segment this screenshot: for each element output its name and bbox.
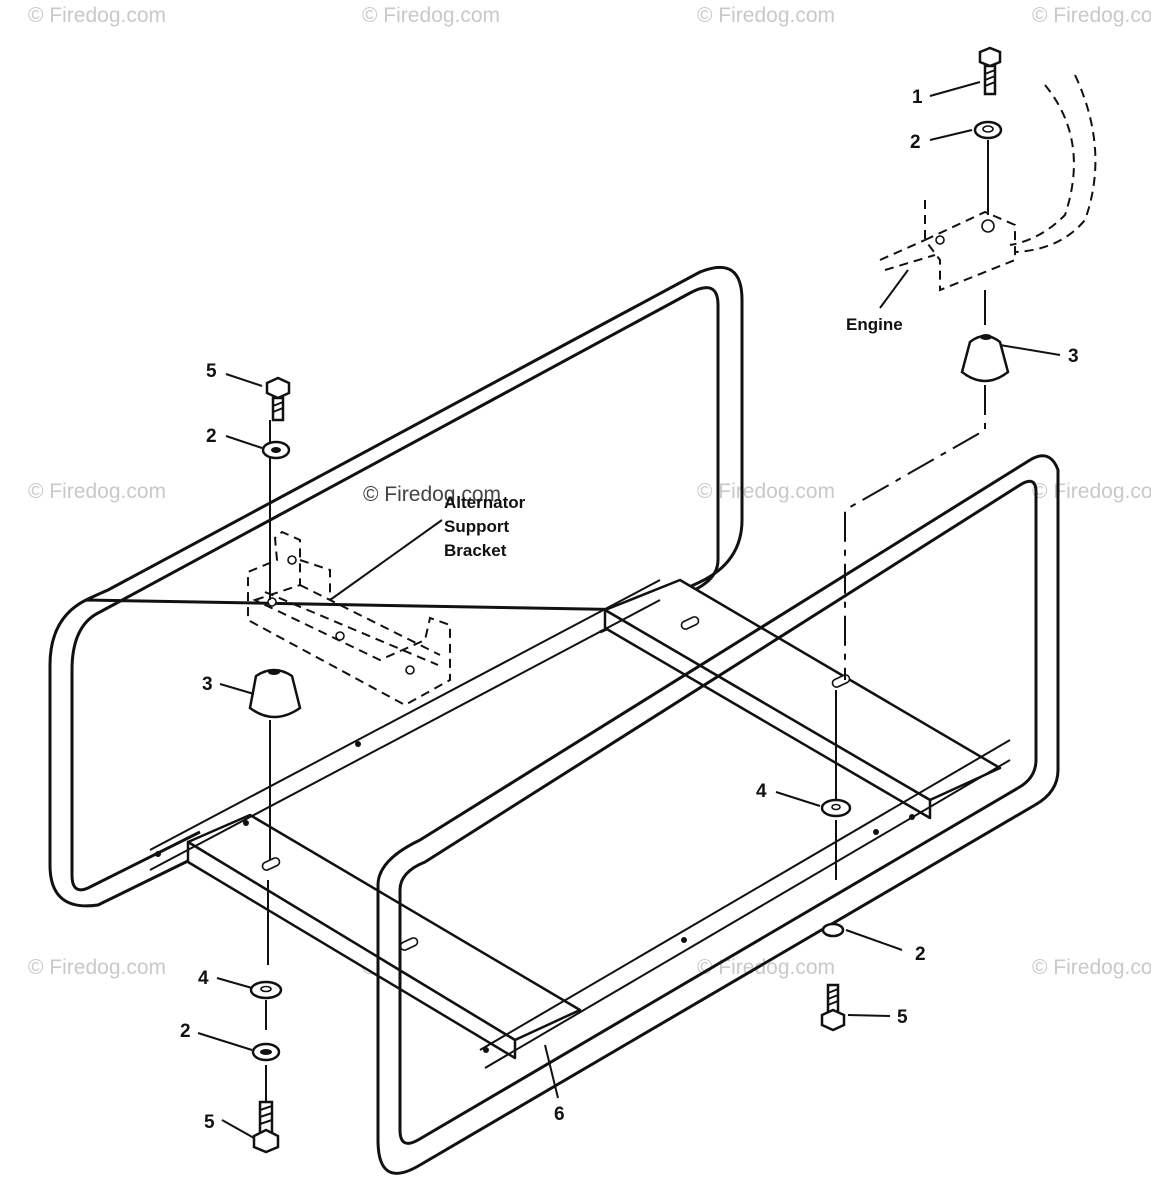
back-frame-tube (48, 266, 744, 908)
watermark: © Firedog.com (1032, 480, 1151, 503)
watermark: © Firedog.com (697, 480, 835, 503)
slot-hole (261, 857, 281, 871)
bolt-5 (252, 1100, 280, 1154)
callout-2: 2 (206, 426, 217, 447)
callout-numbers: 1 2 3 5 2 3 4 2 5 4 2 5 6 (180, 87, 1079, 1133)
washer-hole (260, 985, 272, 993)
callout-5: 5 (204, 1112, 215, 1133)
rivet (483, 1047, 489, 1053)
bracket-label-line3: Bracket (444, 541, 507, 560)
rivet (355, 741, 361, 747)
rear-cross-plate-edge (603, 608, 932, 820)
watermark: © Firedog.com (1032, 4, 1151, 27)
watermark: © Firedog.com (28, 956, 166, 979)
watermark: © Firedog.com (1032, 956, 1151, 979)
leader-lines (197, 81, 1061, 1139)
rivet (873, 829, 879, 835)
rear-cross-plate (603, 578, 1002, 802)
bracket-label-line1: Alternator (444, 493, 526, 512)
watermark-center: © Firedog.com (363, 483, 501, 506)
engine-label: Engine (846, 315, 903, 334)
callout-5: 5 (897, 1007, 908, 1028)
part-labels: Engine Alternator Support Bracket (444, 315, 903, 560)
watermark: © Firedog.com (28, 4, 166, 27)
callout-3: 3 (202, 674, 213, 695)
bolt-5 (820, 983, 846, 1032)
callout-5: 5 (206, 361, 217, 382)
rubber-mount-3 (960, 334, 1010, 383)
engine-foot-hole (935, 235, 945, 245)
watermark: © Firedog.com (362, 4, 500, 27)
bolt-5 (265, 376, 291, 422)
watermark: © Firedog.com (697, 4, 835, 27)
right-hardware-stack (820, 46, 1010, 1032)
watermark: © Firedog.com (28, 480, 166, 503)
slot-hole (680, 616, 700, 630)
rear-side-rail (149, 579, 661, 871)
bracket-hole (335, 631, 345, 641)
left-hardware-stack (248, 376, 302, 1154)
front-cross-plate (186, 813, 582, 1042)
callout-4: 4 (198, 968, 209, 989)
bracket-label-line2: Support (444, 517, 509, 536)
engine-foot (879, 74, 1097, 292)
cross-plates (186, 578, 1002, 1060)
washer-hole (982, 125, 994, 133)
front-cross-plate-edge (186, 840, 517, 1060)
callout-2: 2 (915, 944, 926, 965)
bracket-hole (287, 555, 297, 565)
rivet (681, 937, 687, 943)
callout-1: 1 (912, 87, 923, 108)
watermark: © Firedog.com (697, 956, 835, 979)
callout-2: 2 (910, 132, 921, 153)
callout-4: 4 (756, 781, 767, 802)
callout-2: 2 (180, 1021, 191, 1042)
callout-3: 3 (1068, 346, 1079, 367)
lock-washer-2 (821, 922, 845, 938)
rubber-mount-3 (248, 668, 302, 719)
rivet (155, 851, 161, 857)
alternator-support-bracket (247, 530, 451, 707)
bracket-hole (405, 665, 415, 675)
rivet (243, 820, 249, 826)
washer-hole (831, 803, 841, 811)
bolt-1 (978, 46, 1002, 96)
engine-foot-hole (981, 219, 995, 233)
front-frame-tube (376, 454, 1060, 1175)
callout-6: 6 (554, 1104, 565, 1125)
